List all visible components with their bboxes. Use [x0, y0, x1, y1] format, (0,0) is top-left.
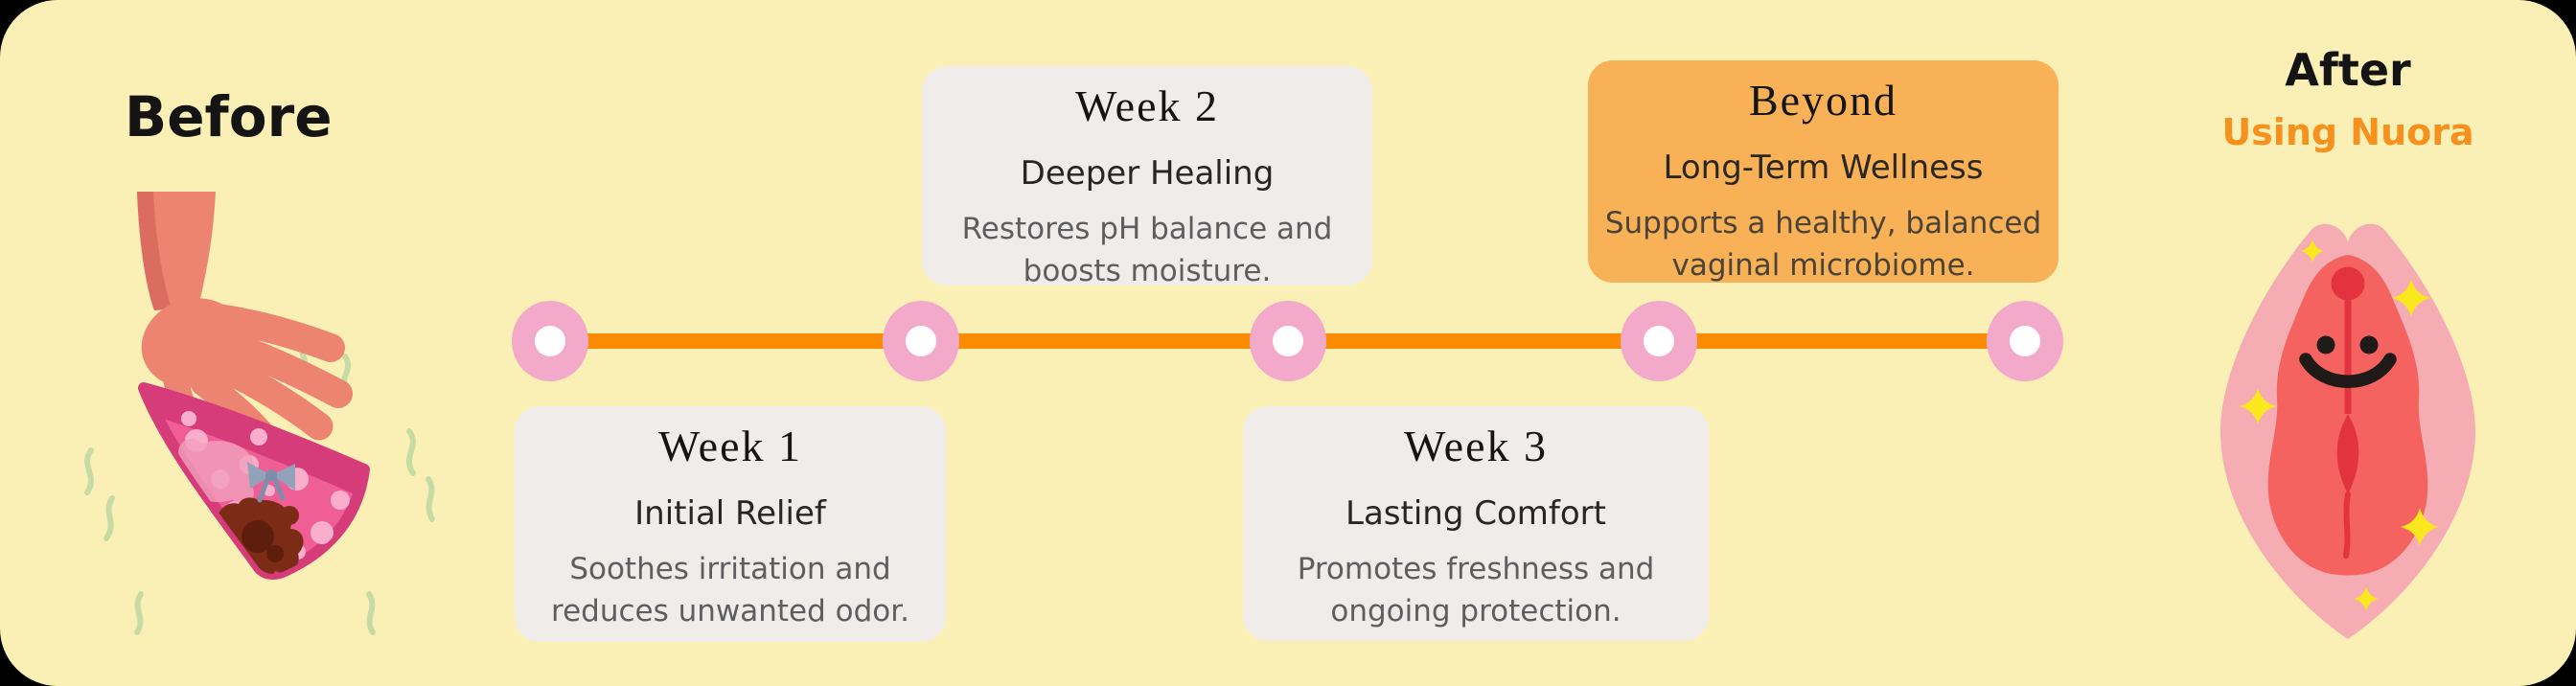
card-beyond-body: Supports a healthy, balanced vaginal mic… [1605, 202, 2041, 286]
body-line: reduces unwanted odor. [551, 594, 909, 629]
card-week-2-heading: Deeper Healing [1020, 154, 1275, 193]
underwear-icon [138, 382, 370, 580]
card-week-3: Week 3 Lasting Comfort Promotes freshnes… [1243, 406, 1709, 641]
before-title: Before [125, 84, 333, 149]
happy-healthy-vulva-icon [2220, 223, 2476, 639]
card-week-3-heading: Lasting Comfort [1346, 494, 1606, 533]
center-detail [2331, 266, 2365, 559]
milestone-dot-icon-2 [883, 301, 959, 381]
card-beyond: Beyond Long-Term Wellness Supports a hea… [1588, 60, 2058, 283]
body-line: vaginal microbiome. [1671, 248, 1975, 283]
card-week-3-label: Week 3 [1403, 422, 1549, 470]
card-week-2-body: Restores pH balance and boosts moisture. [962, 208, 1333, 292]
body-line: Supports a healthy, balanced [1604, 206, 2042, 240]
bow-icon [247, 462, 295, 503]
card-week-1: Week 1 Initial Relief Soothes irritation… [515, 406, 946, 642]
milestone-dot-icon-5 [1987, 301, 2063, 381]
card-beyond-heading: Long-Term Wellness [1663, 149, 1984, 187]
sparkle-icon [2240, 240, 2439, 611]
after-illustration [2214, 217, 2482, 643]
body-line: ongoing protection. [1330, 594, 1622, 629]
card-week-1-body: Soothes irritation and reduces unwanted … [551, 548, 909, 632]
after-title: After [2285, 44, 2411, 96]
card-beyond-label: Beyond [1748, 76, 1898, 125]
card-week-1-label: Week 1 [657, 422, 803, 470]
body-line: Soothes irritation and [569, 552, 891, 586]
smiley-face-icon [2299, 335, 2397, 388]
milestone-dot-icon-4 [1621, 301, 1697, 381]
milestone-dot-icon-1 [512, 301, 588, 381]
milestone-dot-icon-3 [1250, 301, 1326, 381]
after-subtitle: Using Nuora [2221, 111, 2474, 153]
card-week-2: Week 2 Deeper Healing Restores pH balanc… [922, 66, 1372, 288]
hand-holding-stained-underwear-icon [84, 192, 435, 635]
body-line: Promotes freshness and [1297, 552, 1655, 586]
body-line: Restores pH balance and [961, 212, 1333, 246]
before-illustration [53, 192, 494, 671]
hand-icon [137, 192, 353, 453]
card-week-1-heading: Initial Relief [634, 494, 826, 533]
card-week-2-label: Week 2 [1074, 81, 1220, 130]
body-line: boosts moisture. [1023, 254, 1272, 288]
card-week-3-body: Promotes freshness and ongoing protectio… [1298, 548, 1655, 632]
after-header: After Using Nuora [2195, 44, 2501, 153]
